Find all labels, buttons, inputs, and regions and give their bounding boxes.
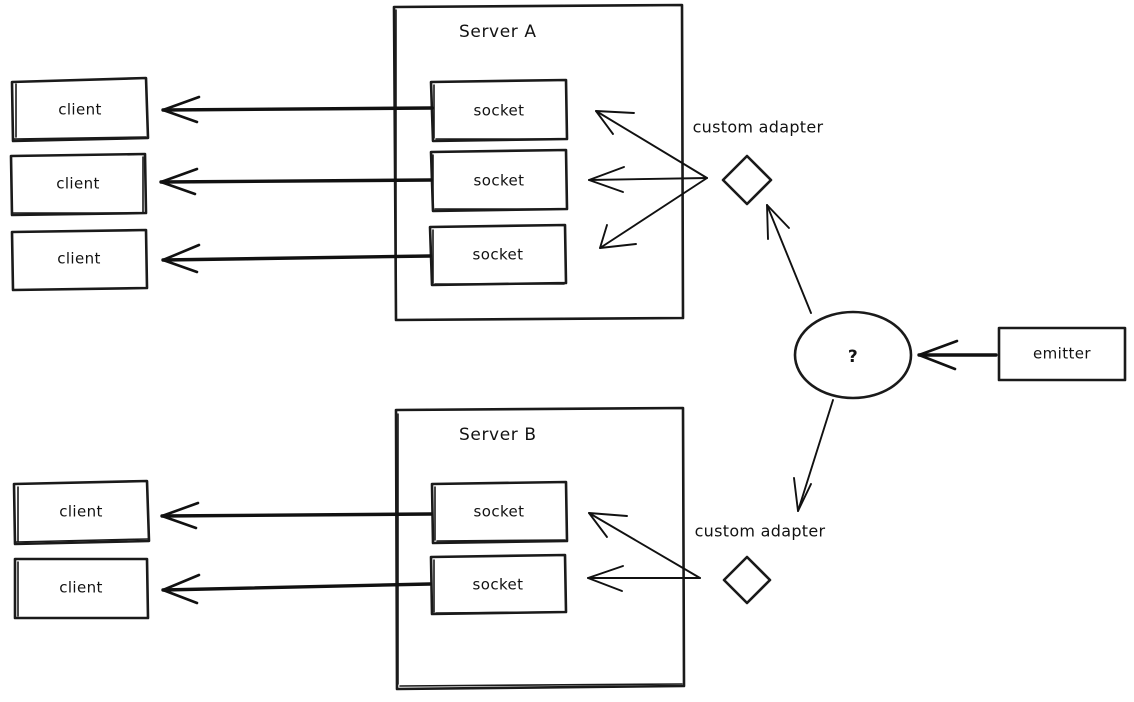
client-box (10, 228, 149, 292)
socket-label: socket (474, 503, 525, 521)
client-b-2[interactable]: client (13, 557, 150, 620)
adapter-b[interactable] (722, 555, 772, 605)
socket-box (428, 223, 568, 287)
server-a-label: Server A (459, 22, 537, 42)
adapter-diamond (721, 154, 773, 206)
edge-emitter-to-broker (917, 339, 998, 371)
client-box-shadow (13, 83, 147, 140)
edge-broker-to-adapter-b (793, 399, 834, 512)
socket-box (429, 78, 569, 143)
socket-box-shadow (432, 229, 565, 285)
client-label: client (59, 579, 103, 597)
edge-adapter-b-to-socket-1 (588, 512, 701, 579)
client-label: client (59, 503, 103, 521)
server-b-socket-1[interactable]: socket (430, 480, 569, 545)
emitter-node[interactable]: emitter (997, 326, 1127, 382)
broker-ellipse (793, 310, 913, 400)
broker-label: ? (848, 347, 858, 367)
client-box-shadow (12, 156, 145, 214)
client-b-1[interactable]: client (12, 479, 151, 546)
socket-box (430, 480, 569, 545)
socket-box-shadow (434, 486, 566, 542)
edge-socket-to-client-b1 (160, 501, 433, 530)
client-a-3[interactable]: client (10, 228, 149, 292)
client-label: client (56, 175, 100, 193)
socket-label: socket (474, 102, 525, 120)
edge-socket-to-client-b2 (161, 573, 432, 605)
client-label: client (58, 101, 102, 119)
edge-adapter-a-to-socket-2 (588, 166, 708, 193)
client-box (9, 152, 148, 217)
server-b-label: Server B (459, 425, 537, 445)
socket-box-shadow (432, 154, 566, 210)
emitter-label: emitter (1033, 345, 1091, 363)
client-box (10, 76, 150, 143)
edge-socket-to-client-a3 (161, 243, 432, 274)
client-a-2[interactable]: client (9, 152, 148, 217)
server-b-container[interactable]: Server B (394, 406, 686, 691)
broker-node[interactable]: ? (793, 310, 913, 400)
client-box (12, 479, 151, 546)
server-a-socket-1[interactable]: socket (429, 78, 569, 143)
server-b-border-inner (397, 413, 683, 687)
edge-socket-to-client-a2 (159, 167, 433, 196)
socket-label: socket (473, 576, 524, 594)
server-a-socket-2[interactable]: socket (429, 148, 569, 213)
socket-box-shadow (433, 559, 565, 614)
socket-label: socket (473, 246, 524, 264)
edge-adapter-a-to-socket-1 (595, 110, 708, 179)
socket-box (429, 553, 568, 616)
socket-label: socket (474, 172, 525, 190)
adapter-a-label: custom adapter (693, 118, 824, 137)
server-a-socket-3[interactable]: socket (428, 223, 568, 287)
socket-box-shadow (433, 84, 565, 140)
adapter-b-label: custom adapter (695, 522, 826, 541)
edge-socket-to-client-a1 (161, 95, 434, 124)
emitter-box (997, 326, 1127, 382)
edge-adapter-b-to-socket-2 (587, 565, 701, 592)
edge-broker-to-adapter-a (766, 204, 812, 314)
server-b-border (394, 406, 686, 691)
client-label: client (57, 250, 101, 268)
client-box-shadow (15, 486, 149, 543)
client-a-1[interactable]: client (10, 76, 150, 143)
adapter-a[interactable] (721, 154, 773, 206)
client-box (13, 557, 150, 620)
edge-adapter-a-to-socket-3 (599, 177, 708, 249)
server-b-socket-2[interactable]: socket (429, 553, 568, 616)
adapter-diamond (722, 555, 772, 605)
